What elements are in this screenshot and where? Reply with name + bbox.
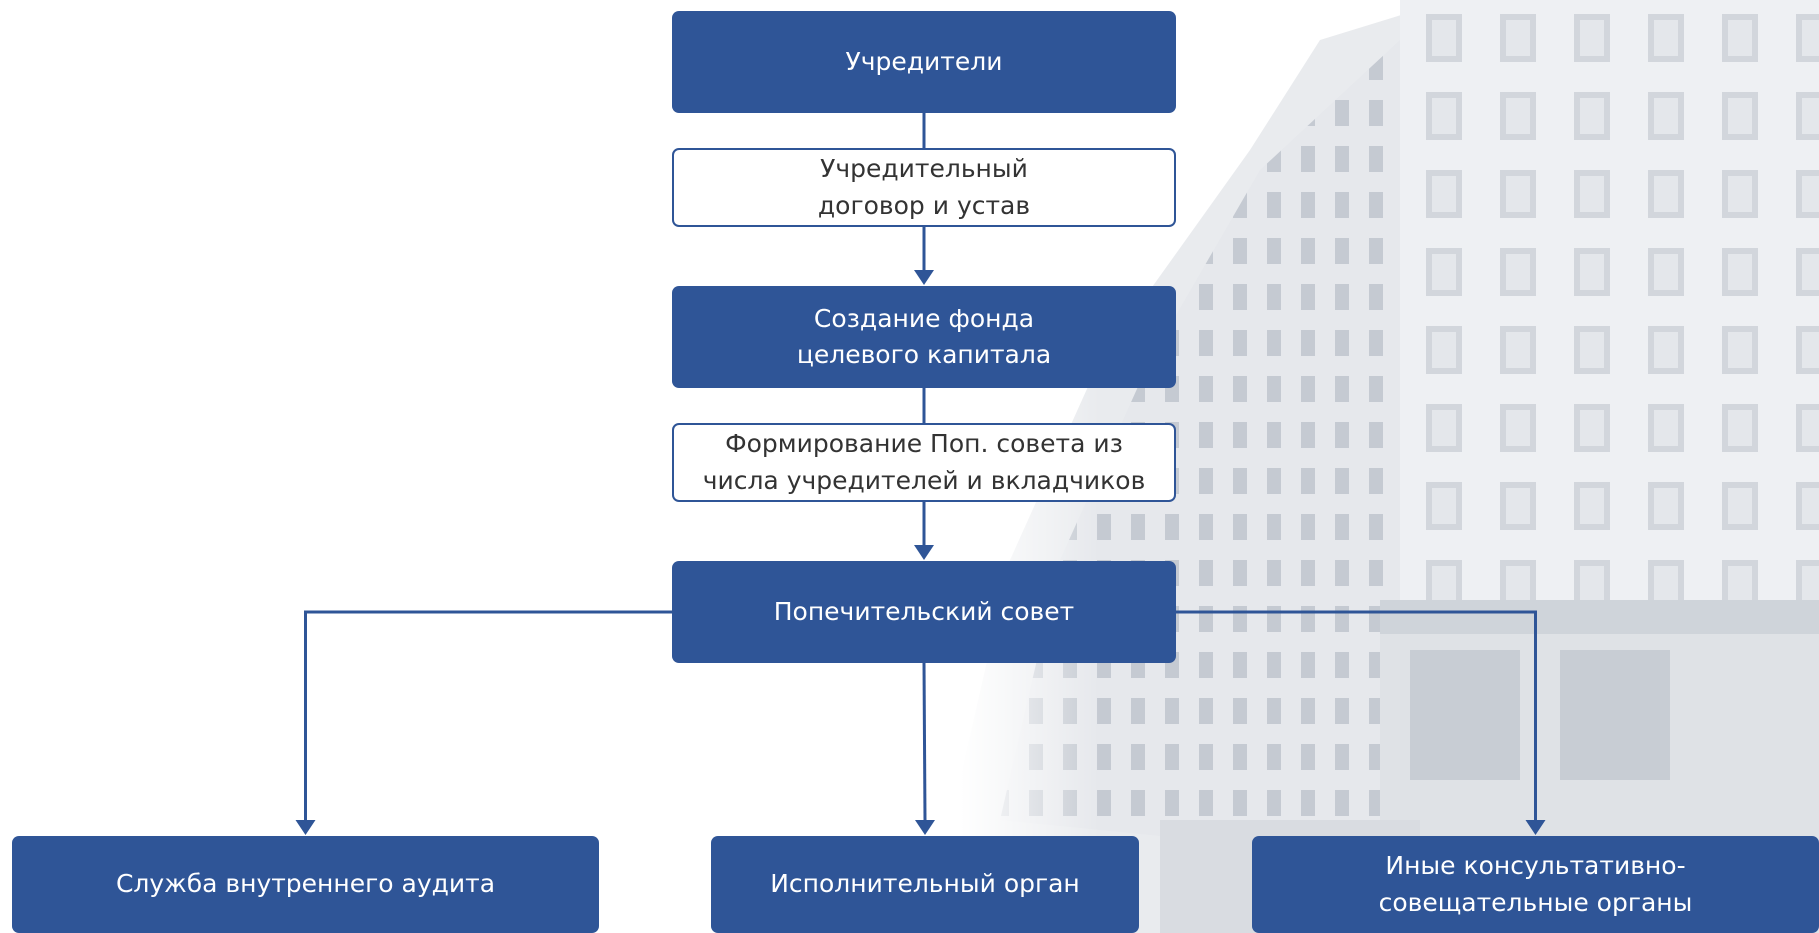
node-internal-audit-label: Служба внутреннего аудита — [115, 869, 496, 899]
node-board-of-trustees-label: Попечительский совет — [773, 596, 1075, 626]
node-internal-audit: Служба внутреннего аудита — [12, 836, 599, 933]
arrowhead-board-of-trustees — [914, 545, 934, 560]
node-executive-body: Исполнительный орган — [711, 836, 1139, 933]
arrowhead-advisory-bodies — [1525, 820, 1546, 835]
node-founders: Учредители — [672, 11, 1176, 113]
node-executive-body-label: Исполнительный орган — [770, 869, 1080, 899]
node-founding-agreement: Учредительный договор и устав — [672, 148, 1176, 227]
arrowhead-executive-body — [915, 820, 935, 835]
node-advisory-bodies: Иные консультативно- совещательные орган… — [1252, 836, 1819, 933]
arrowhead-internal-audit — [295, 820, 316, 835]
node-board-formation: Формирование Поп. совета из числа учреди… — [672, 423, 1176, 502]
node-founders-label: Учредители — [845, 46, 1003, 76]
connector-board-of-trustees-to-advisory-bodies — [1176, 610, 1537, 820]
connector-board-of-trustees-to-executive-body — [922, 662, 927, 821]
node-founding-agreement-label: Учредительный договор и устав — [817, 154, 1031, 220]
node-endowment-creation-label: Создание фонда целевого капитала — [796, 303, 1052, 369]
connector-board-of-trustees-to-internal-audit — [304, 610, 672, 820]
node-advisory-bodies-label: Иные консультативно- совещательные орган… — [1378, 851, 1693, 917]
arrowhead-endowment-creation — [914, 270, 934, 285]
node-board-formation-label: Формирование Поп. совета из числа учреди… — [702, 429, 1146, 495]
node-board-of-trustees: Попечительский совет — [672, 561, 1176, 663]
node-endowment-creation: Создание фонда целевого капитала — [672, 286, 1176, 388]
